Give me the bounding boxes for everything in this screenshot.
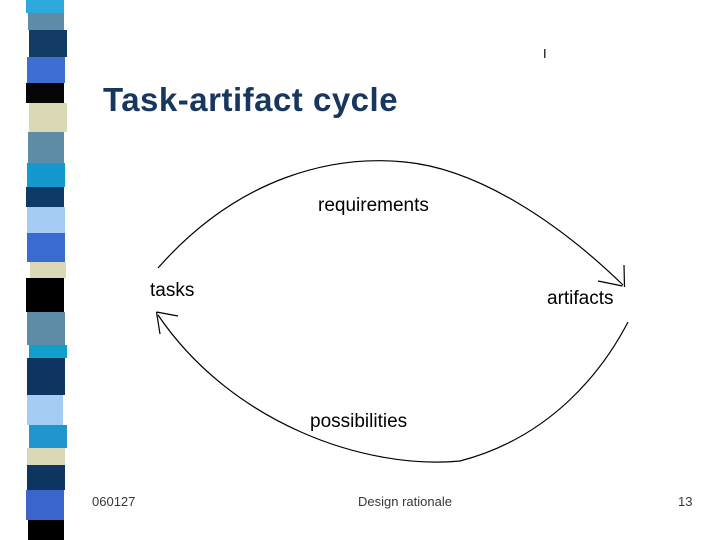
stripe-segment (26, 0, 64, 13)
arrowhead-tasks (155, 311, 179, 335)
label-artifacts: artifacts (547, 288, 614, 309)
stripe-segment (27, 395, 63, 425)
label-possibilities: possibilities (310, 411, 408, 432)
footer-date: 060127 (92, 494, 136, 509)
arrowhead-artifacts (597, 264, 626, 288)
stripe-segment (27, 233, 65, 262)
cycle-bottom-arc (157, 314, 629, 463)
label-requirements: requirements (318, 195, 429, 216)
stripe-segment (29, 103, 67, 132)
stripe-segment (27, 57, 65, 83)
stripe-segment (26, 278, 64, 312)
stripe-segment (27, 163, 65, 187)
stripe-segment (27, 358, 65, 395)
stripe-segment (26, 83, 64, 103)
stripe-segment (27, 312, 65, 345)
stripe-segment (30, 262, 66, 278)
stripe-segment (28, 520, 64, 540)
stripe-segment (28, 132, 64, 163)
footer-title: Design rationale (358, 494, 452, 509)
stripe-segment (26, 490, 64, 520)
stripe-segment (26, 187, 64, 207)
text-cursor-mark: I (543, 46, 547, 61)
cycle-top-arc (157, 160, 624, 286)
stripe-segment (28, 13, 64, 30)
stripe-segment (27, 465, 65, 490)
stripe-segment (29, 345, 67, 358)
label-tasks: tasks (150, 280, 195, 301)
stripe-segment (29, 425, 67, 448)
stripe-segment (29, 30, 67, 57)
decorative-stripe (26, 0, 67, 540)
stripe-segment (27, 207, 65, 233)
footer-page-number: 13 (678, 494, 693, 509)
stripe-segment (27, 448, 65, 465)
slide-title: Task-artifact cycle (103, 81, 399, 119)
